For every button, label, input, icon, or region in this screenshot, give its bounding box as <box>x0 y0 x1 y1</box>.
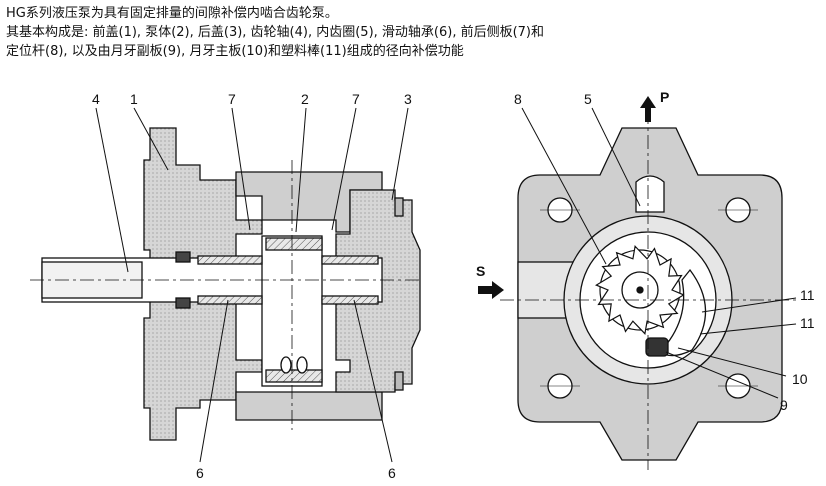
bearing-rear <box>321 255 379 265</box>
intro-line-1: HG系列液压泵为具有固定排量的间隙补偿内啮合齿轮泵。 <box>6 6 338 21</box>
callout-9: 9 <box>780 397 788 413</box>
callout-6-right: 6 <box>388 465 396 481</box>
callout-7-left: 7 <box>228 91 236 107</box>
callout-6-left: 6 <box>196 465 204 481</box>
pump-body-bottom <box>235 391 383 421</box>
callout-11-lower: 11 <box>800 315 815 331</box>
callout-10: 10 <box>792 371 808 387</box>
suction-arrow-icon <box>478 281 504 299</box>
port-label-p: P <box>660 89 669 105</box>
pressure-channel <box>635 175 665 213</box>
right-front-view <box>500 110 800 470</box>
pressure-arrow-icon <box>640 96 656 122</box>
left-section-view <box>30 127 421 441</box>
callout-8: 8 <box>514 91 522 107</box>
callout-2: 2 <box>301 91 309 107</box>
callout-11-upper: 11 <box>800 287 815 303</box>
callout-3: 3 <box>404 91 412 107</box>
intro-line-3: 定位杆(8), 以及由月牙副板(9), 月牙主板(10)和塑料棒(11)组成的径… <box>6 44 464 59</box>
crescent-main-plate <box>645 337 669 357</box>
pump-diagram: 4 1 7 2 7 3 6 6 <box>30 89 815 481</box>
intro-line-2: 其基本构成是: 前盖(1), 泵体(2), 后盖(3), 齿轮轴(4), 内齿圈… <box>6 25 545 40</box>
bearing-front <box>197 255 263 265</box>
callout-7-right: 7 <box>352 91 360 107</box>
left-callouts: 4 1 7 2 7 3 6 6 <box>92 91 412 481</box>
intro-text: HG系列液压泵为具有固定排量的间隙补偿内啮合齿轮泵。 其基本构成是: 前盖(1)… <box>6 4 816 61</box>
right-callouts: 8 5 11 11 10 9 <box>514 91 815 413</box>
callout-5: 5 <box>584 91 592 107</box>
callout-4: 4 <box>92 91 100 107</box>
left-leaders <box>95 107 409 463</box>
right-leaders <box>521 107 797 399</box>
port-label-s: S <box>476 263 485 279</box>
crescent-segment <box>659 268 707 357</box>
port-arrows <box>478 96 656 299</box>
pump-body-top <box>235 171 383 233</box>
callout-1: 1 <box>130 91 138 107</box>
